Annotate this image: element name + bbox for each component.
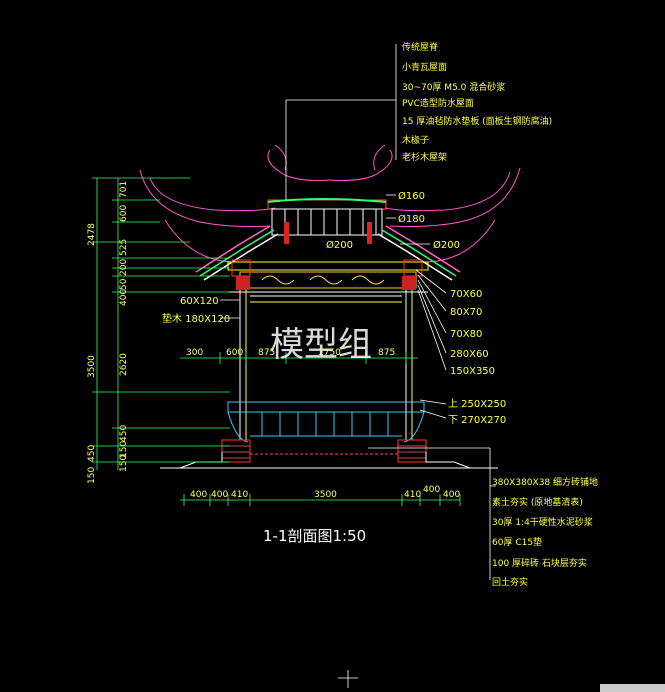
foundation-note: 100 厚碎砖 石块层夯实 bbox=[492, 557, 587, 569]
diameter-label: Ø200 bbox=[433, 239, 460, 251]
member-size-label: 60X120 bbox=[180, 296, 219, 307]
diameter-label: Ø160 bbox=[398, 190, 425, 202]
dim-label: 450 bbox=[87, 445, 97, 462]
roof-ridge bbox=[267, 198, 387, 244]
dim-label: 400 bbox=[423, 485, 440, 495]
dim-label: 410 bbox=[231, 490, 248, 500]
member-size-label: 280X60 bbox=[450, 349, 489, 360]
dim-label: 300 bbox=[186, 348, 203, 358]
dim-label: 525 bbox=[119, 239, 129, 256]
roof-note: 传统屋脊 bbox=[402, 41, 438, 53]
watermark-text: 模型组 bbox=[270, 325, 372, 365]
diameter-label: Ø200 bbox=[326, 239, 353, 251]
member-size-label: 150X350 bbox=[450, 366, 495, 377]
dimension-lines bbox=[92, 177, 461, 506]
dim-label: 875 bbox=[378, 348, 395, 358]
cad-cursor bbox=[338, 670, 358, 688]
dim-label: 2478 bbox=[87, 223, 97, 246]
dim-label: 150 bbox=[119, 455, 129, 472]
dim-label: 600 bbox=[226, 348, 243, 358]
bottom-dims: 400 400 410 3500 410 400 400 bbox=[190, 485, 460, 500]
dim-label: 701 bbox=[119, 181, 129, 198]
dim-label: 400 bbox=[119, 289, 129, 306]
foundation-note: 380X380X38 细方砖铺地 bbox=[492, 476, 598, 488]
base-size-label: 上 250X250 bbox=[448, 398, 506, 410]
roof-note: 15 厚油毡防水垫板 (面板生钢防腐油) bbox=[402, 115, 552, 127]
dim-label: 50 bbox=[119, 278, 129, 290]
member-size-label: 70X60 bbox=[450, 289, 482, 300]
dim-label: 150 bbox=[87, 467, 97, 484]
foundation-notes: 380X380X38 细方砖铺地 素土夯实 (原地基清表) 30厚 1:4干硬性… bbox=[490, 476, 598, 588]
roof-note: 木椽子 bbox=[402, 134, 429, 146]
dim-label: 450 bbox=[119, 425, 129, 442]
foundation-note: 回土夯实 bbox=[492, 576, 528, 588]
foundation-note: 60厚 C15垫 bbox=[492, 536, 542, 548]
top-dims: 300 600 875 1750 875 bbox=[186, 348, 395, 358]
roof-note: PVC造型防水屋面 bbox=[402, 97, 474, 109]
dim-label: 400 bbox=[190, 490, 207, 500]
member-size-label: 垫木 180X120 bbox=[162, 312, 230, 325]
roof-note: 30~70厚 M5.0 混合砂浆 bbox=[402, 81, 505, 93]
dim-label: 3500 bbox=[87, 355, 97, 378]
diameter-label: Ø180 bbox=[398, 213, 425, 225]
dim-label: 410 bbox=[404, 490, 421, 500]
drawing-title: 1-1剖面图1:50 bbox=[263, 527, 366, 545]
dim-label: 875 bbox=[258, 348, 275, 358]
dim-label: 200 bbox=[119, 259, 129, 276]
dim-label: 150 bbox=[119, 441, 129, 458]
leader-lines bbox=[220, 44, 491, 580]
dim-label: 2620 bbox=[119, 353, 129, 376]
status-bar-corner bbox=[600, 684, 665, 692]
foundation-note: 素土夯实 (原地基清表) bbox=[492, 496, 583, 508]
columns bbox=[236, 276, 416, 440]
roof-notes: 传统屋脊 小青瓦屋面 30~70厚 M5.0 混合砂浆 PVC造型防水屋面 15… bbox=[402, 41, 552, 163]
left-dims-outer: 2478 3500 450 150 bbox=[87, 223, 97, 484]
left-dims-inner: 701 600 525 200 50 392 400 2620 450 150 … bbox=[119, 181, 129, 472]
dim-label: 3500 bbox=[314, 490, 337, 500]
roof-outline bbox=[139, 144, 521, 263]
foundation bbox=[160, 439, 498, 469]
member-size-label: 70X80 bbox=[450, 329, 482, 340]
roof-note: 老杉木屋架 bbox=[402, 151, 447, 163]
bench-railing bbox=[227, 401, 425, 443]
member-size-label: 80X70 bbox=[450, 307, 482, 318]
foundation-note: 30厚 1:4干硬性水泥砂浆 bbox=[492, 516, 593, 528]
roof-note: 小青瓦屋面 bbox=[402, 61, 447, 73]
dim-label: 1750 bbox=[318, 348, 341, 358]
base-size-label: 下 270X270 bbox=[448, 415, 506, 426]
dim-label: 400 bbox=[443, 490, 460, 500]
eave-beam bbox=[227, 259, 429, 293]
dim-label: 400 bbox=[211, 490, 228, 500]
dim-label: 600 bbox=[119, 205, 129, 222]
